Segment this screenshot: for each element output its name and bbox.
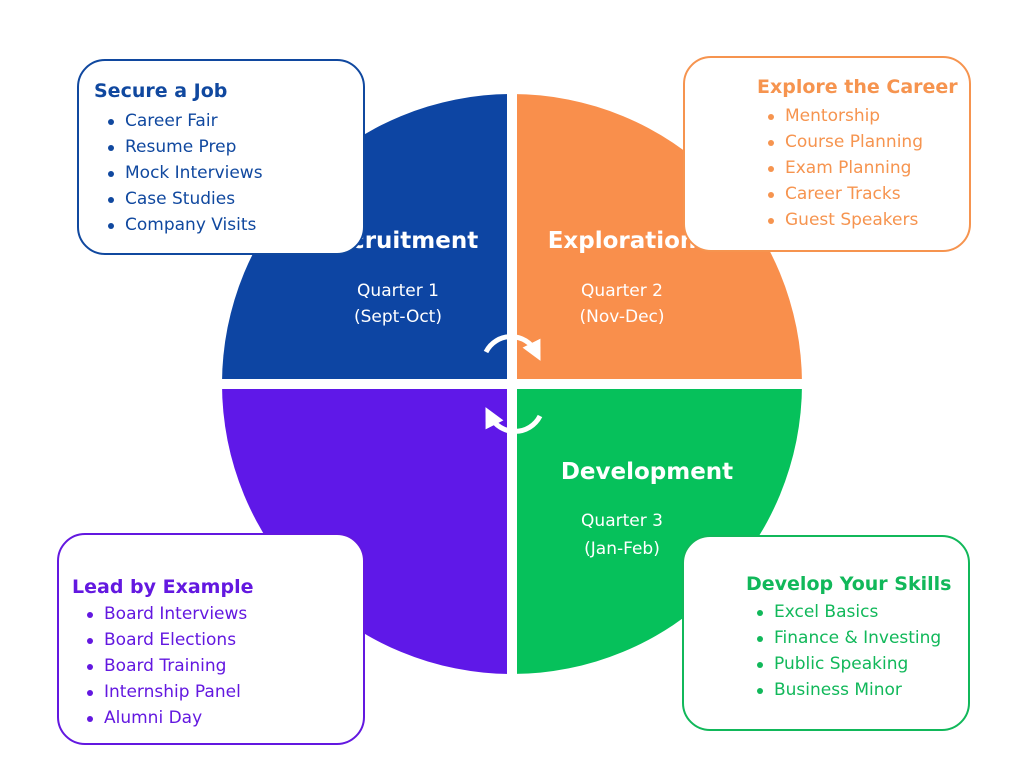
card-explore-the-career: Explore the Career Mentorship Course Pla… [683, 56, 971, 252]
list-item: Career Fair [105, 108, 263, 134]
list-item: Finance & Investing [754, 625, 941, 651]
card-lead-by-example: Lead by Example Board Interviews Board E… [57, 533, 365, 745]
list-item: Resume Prep [105, 134, 263, 160]
list-item: Alumni Day [84, 705, 247, 731]
quadrant-period-development: (Jan-Feb) [584, 539, 660, 559]
quadrant-period-recruitment: (Sept-Oct) [354, 307, 442, 327]
quadrant-quarter-development: Quarter 3 [581, 511, 663, 531]
quadrant-title-development: Development [561, 459, 733, 485]
list-item: Case Studies [105, 186, 263, 212]
quadrant-recruitment [222, 94, 512, 384]
list-item: Mock Interviews [105, 160, 263, 186]
list-item: Board Interviews [84, 601, 247, 627]
quadrant-quarter-exploration: Quarter 2 [581, 281, 663, 301]
list-item: Guest Speakers [765, 207, 923, 233]
list-item: Business Minor [754, 677, 941, 703]
quadrant-period-exploration: (Nov-Dec) [579, 307, 664, 327]
list-item: Course Planning [765, 129, 923, 155]
card-title: Secure a Job [94, 80, 228, 102]
list-item: Company Visits [105, 212, 263, 238]
list-item: Exam Planning [765, 155, 923, 181]
card-list: Career Fair Resume Prep Mock Interviews … [105, 108, 263, 238]
list-item: Mentorship [765, 103, 923, 129]
list-item: Excel Basics [754, 599, 941, 625]
card-develop-your-skills: Develop Your Skills Excel Basics Finance… [682, 535, 970, 731]
list-item: Internship Panel [84, 679, 247, 705]
quadrant-exploration [512, 94, 802, 384]
card-title: Explore the Career [757, 76, 958, 98]
card-list: Mentorship Course Planning Exam Planning… [765, 103, 923, 233]
list-item: Career Tracks [765, 181, 923, 207]
quadrant-title-exploration: Exploration [548, 228, 697, 254]
card-title: Lead by Example [72, 576, 254, 598]
card-secure-a-job: Secure a Job Career Fair Resume Prep Moc… [77, 59, 365, 255]
card-list: Board Interviews Board Elections Board T… [84, 601, 247, 731]
cycle-arrows-icon [483, 334, 543, 434]
card-list: Excel Basics Finance & Investing Public … [754, 599, 941, 703]
list-item: Public Speaking [754, 651, 941, 677]
quadrant-quarter-recruitment: Quarter 1 [357, 281, 439, 301]
card-title: Develop Your Skills [746, 573, 952, 595]
list-item: Board Training [84, 653, 247, 679]
quadrant-development [512, 384, 802, 674]
quadrant-leadership [222, 384, 512, 674]
list-item: Board Elections [84, 627, 247, 653]
